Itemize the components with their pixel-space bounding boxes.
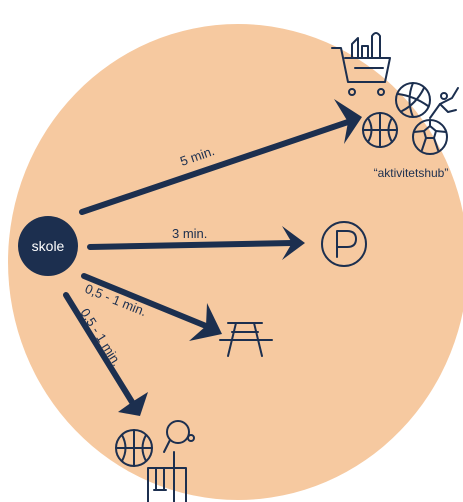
shopping-cart-icon	[331, 32, 391, 96]
route-arrow-parking	[87, 226, 305, 260]
swing-icon	[147, 451, 187, 502]
parking-icon	[321, 221, 367, 267]
activity-hub-label: “aktivitetshub”	[374, 166, 449, 180]
picnic-table-icon	[219, 322, 273, 357]
school-node	[18, 216, 78, 276]
school-label: skole	[32, 238, 65, 254]
soccer-ball-icon	[412, 119, 448, 155]
route-time-parking: 3 min.	[172, 226, 207, 241]
playground-basketball-icon	[115, 429, 153, 467]
route-arrow-hub	[79, 99, 362, 215]
basketball-icon	[362, 112, 398, 148]
route-arrow-playground	[63, 292, 148, 416]
route-arrow-picnic	[81, 273, 222, 341]
gymnast-icon	[429, 87, 459, 119]
catchment-area	[8, 24, 463, 500]
volleyball-icon	[395, 82, 431, 118]
table-tennis-icon	[163, 420, 195, 453]
